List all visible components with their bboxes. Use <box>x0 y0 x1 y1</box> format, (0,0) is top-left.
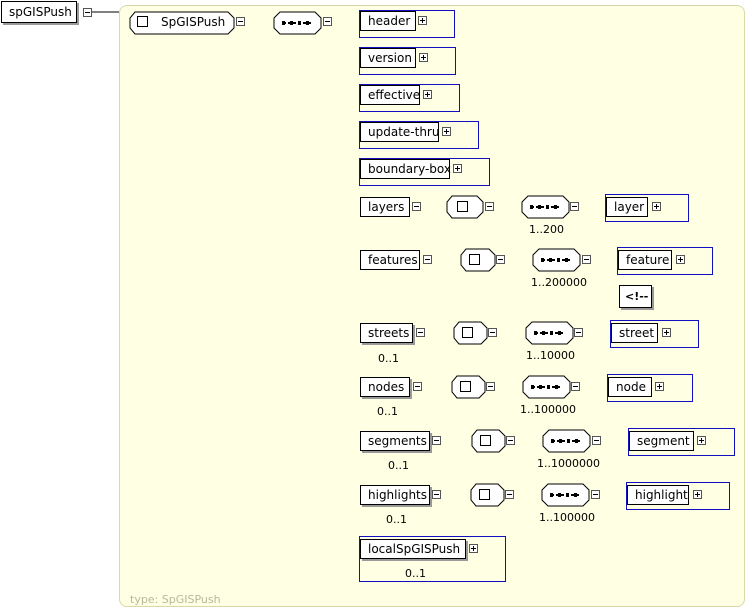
collapse-icon[interactable] <box>416 328 425 337</box>
collapse-icon[interactable] <box>505 490 514 499</box>
root-element[interactable]: spGISPush <box>1 1 77 23</box>
expand-icon[interactable] <box>662 328 671 337</box>
element-box-outline <box>359 84 460 112</box>
occurrence-label: 1..100000 <box>520 403 576 416</box>
type-label: type: SpGISPush <box>130 593 221 606</box>
element-nodes[interactable]: nodes <box>360 377 410 397</box>
sequence-icon[interactable] <box>541 483 590 507</box>
complex-type-icon <box>460 381 471 392</box>
element-boundary-box[interactable]: boundary-box <box>360 159 451 179</box>
collapse-icon[interactable] <box>571 382 580 391</box>
occurrence-label: 1..200 <box>529 223 564 236</box>
element-layer[interactable]: layer <box>606 197 648 217</box>
element-box-outline <box>359 158 490 186</box>
element-box-outline <box>359 121 479 149</box>
element-version[interactable]: version <box>360 48 416 68</box>
expand-icon[interactable] <box>697 436 706 445</box>
occurrence-label: 0..1 <box>377 405 398 418</box>
element-box-outline <box>626 482 730 510</box>
element-layers[interactable]: layers <box>360 197 410 217</box>
element-highlights[interactable]: highlights <box>360 485 430 505</box>
collapse-icon[interactable] <box>413 382 422 391</box>
complex-type-icon <box>480 435 491 446</box>
expand-icon[interactable] <box>419 53 428 62</box>
element-highlight[interactable]: highlight <box>627 485 689 505</box>
expand-icon[interactable] <box>418 16 427 25</box>
expand-icon[interactable] <box>442 127 451 136</box>
element-localSpGISPush[interactable]: localSpGISPush <box>360 539 466 559</box>
complex-type-icon <box>137 16 148 27</box>
collapse-icon[interactable] <box>423 255 432 264</box>
collapse-icon[interactable] <box>432 436 441 445</box>
complex-type-name: SpGISPush <box>161 15 226 29</box>
collapse-icon[interactable] <box>496 255 505 264</box>
occurrence-label: 1..100000 <box>539 511 595 524</box>
sequence-icon[interactable] <box>542 429 591 453</box>
element-segments[interactable]: segments <box>360 431 430 451</box>
occurrence-label: 1..1000000 <box>537 457 600 470</box>
complex-type-icon <box>479 489 490 500</box>
complex-type-node[interactable] <box>129 11 235 35</box>
collapse-icon[interactable] <box>486 382 495 391</box>
collapse-icon[interactable] <box>412 202 421 211</box>
occurrence-label: 0..1 <box>405 567 426 580</box>
sequence-icon[interactable] <box>532 248 581 272</box>
element-node[interactable]: node <box>608 377 652 397</box>
element-box-outline <box>605 194 689 222</box>
sequence-icon[interactable] <box>522 375 571 399</box>
collapse-icon[interactable] <box>591 490 600 499</box>
expand-icon[interactable] <box>676 255 685 264</box>
element-update-thru[interactable]: update-thru <box>360 122 439 142</box>
collapse-icon[interactable] <box>592 436 601 445</box>
element-box-outline <box>628 428 735 456</box>
comment-icon[interactable]: <!-- <box>619 285 652 308</box>
sequence-icon[interactable] <box>525 321 574 345</box>
element-street[interactable]: street <box>611 323 658 343</box>
expand-icon[interactable] <box>453 164 462 173</box>
complex-type-icon <box>457 201 468 212</box>
sequence-icon[interactable] <box>273 11 322 35</box>
expand-icon[interactable] <box>693 490 702 499</box>
collapse-icon[interactable] <box>83 8 92 17</box>
element-segment[interactable]: segment <box>629 431 694 451</box>
occurrence-label: 0..1 <box>388 459 409 472</box>
collapse-icon[interactable] <box>236 17 245 26</box>
collapse-icon[interactable] <box>574 328 583 337</box>
element-box-outline <box>617 247 713 275</box>
element-effective[interactable]: effective <box>360 85 420 105</box>
collapse-icon[interactable] <box>570 202 579 211</box>
occurrence-label: 0..1 <box>378 352 399 365</box>
collapse-icon[interactable] <box>582 255 591 264</box>
collapse-icon[interactable] <box>488 328 497 337</box>
occurrence-label: 1..10000 <box>526 349 575 362</box>
element-feature[interactable]: feature <box>618 250 672 270</box>
expand-icon[interactable] <box>423 90 432 99</box>
expand-icon[interactable] <box>652 202 661 211</box>
complex-type-icon <box>462 327 473 338</box>
element-header[interactable]: header <box>360 11 416 31</box>
expand-icon[interactable] <box>655 382 664 391</box>
collapse-icon[interactable] <box>323 17 332 26</box>
element-streets[interactable]: streets <box>360 323 413 343</box>
expand-icon[interactable] <box>469 544 478 553</box>
occurrence-label: 0..1 <box>386 513 407 526</box>
element-box-outline <box>359 10 455 38</box>
collapse-icon[interactable] <box>432 490 441 499</box>
complex-type-icon <box>469 254 480 265</box>
sequence-icon[interactable] <box>521 195 570 219</box>
element-box-outline <box>359 536 506 582</box>
occurrence-label: 1..200000 <box>531 276 587 289</box>
element-box-outline <box>359 47 456 75</box>
element-box-outline <box>610 320 699 348</box>
collapse-icon[interactable] <box>485 202 494 211</box>
element-features[interactable]: features <box>360 250 420 270</box>
collapse-icon[interactable] <box>506 436 515 445</box>
element-box-outline <box>607 374 693 402</box>
